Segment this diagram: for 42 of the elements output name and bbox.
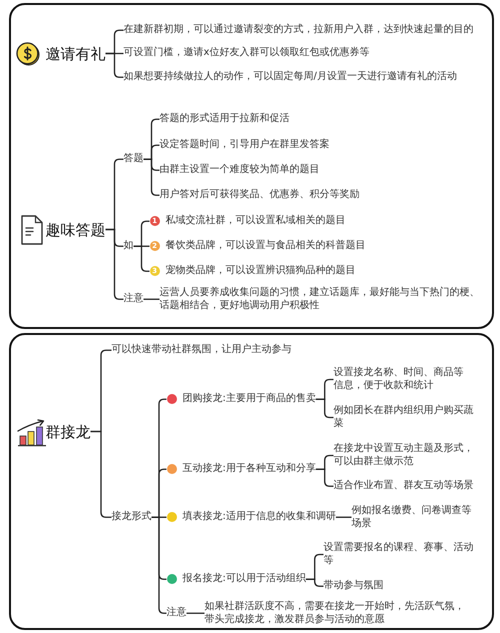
topic-title: 群接龙 (46, 422, 90, 440)
branch-text: 在建新群初期，可以通过邀请裂变的方式，拉新用户入群，达到快速起量的目的 (124, 24, 474, 36)
branch-text: 注意 (166, 607, 186, 620)
branch-text: 注意 (124, 293, 144, 306)
branch-text: 互动接龙:用于各种互动和分享 (182, 463, 316, 476)
branch-text: 答题 (124, 153, 144, 166)
branch-text: 运营人员要养成收集问题的习惯，建立话题库，最好能与当下热门的梗、话题相结合，更好地调动用户积极性 (160, 287, 482, 312)
connector-line (316, 468, 334, 487)
panel (9, 333, 494, 630)
branch-text: 接龙形式 (112, 511, 152, 524)
branch-text: 如 (124, 240, 134, 252)
branch-text: 餐饮类品牌，可以设置与食品相关的科普题目 (166, 240, 366, 252)
connector-line (336, 516, 352, 518)
branch-text: 报名接龙:可以用于活动组织 (182, 573, 306, 586)
branch-text: 私域交流社群，可以设置私域相关的题目 (166, 215, 346, 228)
branch-text: 设定答题时间，引导用户在群里发答案 (160, 139, 330, 152)
topic-title: 趣味答题 (46, 220, 106, 238)
connector-line (306, 578, 324, 587)
branch-text: 带动参与氛围 (324, 580, 384, 592)
branch-text: 可设置门槛，邀请x位好友入群可以领取红包或优惠券等 (124, 47, 370, 60)
connector-line (152, 516, 166, 614)
branch-text: 由群主设置一个难度较为简单的题目 (160, 164, 320, 176)
branch-text: 如果社群活跃度不高，需要在接龙一开始时，先活跃气氛，带头完成接龙，激发群员参与活动的意愿 (204, 601, 466, 626)
branch-text: 在接龙中设置互动主题及形式，可以由群主做示范 (334, 443, 476, 468)
branch-text: 用户答对后可获得奖品、优惠券、积分等奖励 (160, 189, 360, 202)
connector-line (106, 228, 124, 300)
branch-text: 填表接龙:适用于信息的收集和调研 (182, 511, 336, 524)
connector-line (316, 398, 334, 418)
branch-text: 适合作业布置、群友互动等场景 (334, 480, 474, 492)
branch-text: 设置需要报名的课程、赛事、活动等 (324, 542, 476, 567)
branch-text: 答题的形式适用于拉新和促活 (160, 113, 290, 126)
branch-text: 可以快速带动社群氛围，让用户主动参与 (112, 344, 292, 356)
panel (9, 3, 494, 329)
connector-line (144, 298, 160, 300)
branch-text: 团购接龙:主要用于商品的售卖 (182, 393, 316, 406)
branch-text: 设置接龙名称、时间、商品等信息，便于收款和统计 (334, 367, 466, 392)
branch-text: 宠物类品牌，可以设置辨识猫狗品种的题目 (166, 265, 356, 278)
connector-line (186, 612, 204, 614)
branch-text: 例如报名缴费、问卷调查等场景 (352, 505, 474, 530)
branch-text: 例如团长在群内组织用户购买蔬菜 (334, 405, 476, 430)
branch-text: 如果想要持续做拉人的动作，可以固定每周/月设置一天进行邀请有礼的活动 (124, 71, 457, 84)
topic-title: 邀请有礼 (46, 44, 106, 62)
